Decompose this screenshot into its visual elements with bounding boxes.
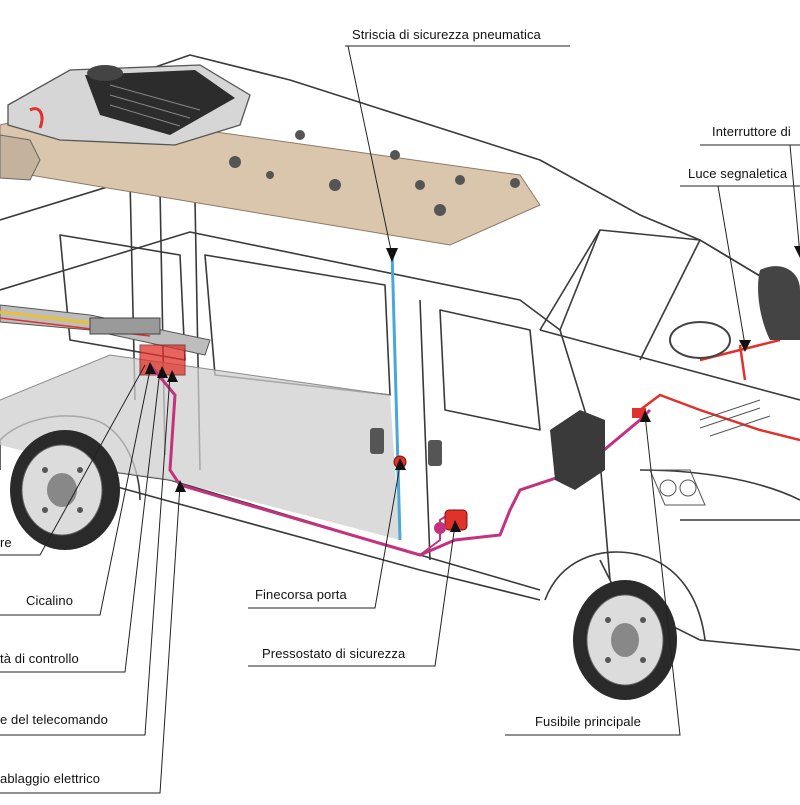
- label-door-limit-switch: Finecorsa porta: [255, 587, 347, 602]
- driver-seat: [758, 266, 800, 340]
- side-mirror: [550, 410, 605, 490]
- pressure-switch: [434, 509, 468, 534]
- label-buzzer: Cicalino: [26, 593, 74, 608]
- label-pneumatic-strip: Striscia di sicurezza pneumatica: [352, 27, 541, 42]
- label-control-unit: tà di controllo: [0, 651, 79, 666]
- arrow-heads: [145, 246, 800, 532]
- label-sensor: re: [0, 535, 12, 550]
- label-main-fuse: Fusibile principale: [535, 714, 641, 729]
- floor-panel: [0, 355, 400, 540]
- label-signal-light: Luce segnaletica: [688, 166, 788, 181]
- door-handles: [370, 428, 442, 466]
- label-pressure-switch: Pressostato di sicurezza: [262, 646, 406, 661]
- front-wheel: [573, 580, 677, 700]
- cab-wiring: [639, 338, 800, 442]
- label-wiring-harness: ablaggio elettrico: [0, 771, 101, 786]
- leader-lines: [0, 45, 800, 794]
- steering-wheel: [669, 321, 731, 359]
- roof-unit: [0, 64, 251, 181]
- grille: [699, 399, 771, 437]
- headlight: [649, 469, 706, 506]
- label-remote-receiver: e del telecomando: [0, 712, 108, 727]
- fuse: [632, 408, 646, 418]
- label-switch: Interruttore di: [712, 124, 791, 139]
- rear-wheel: [10, 430, 120, 550]
- pneumatic-strip: [390, 249, 402, 541]
